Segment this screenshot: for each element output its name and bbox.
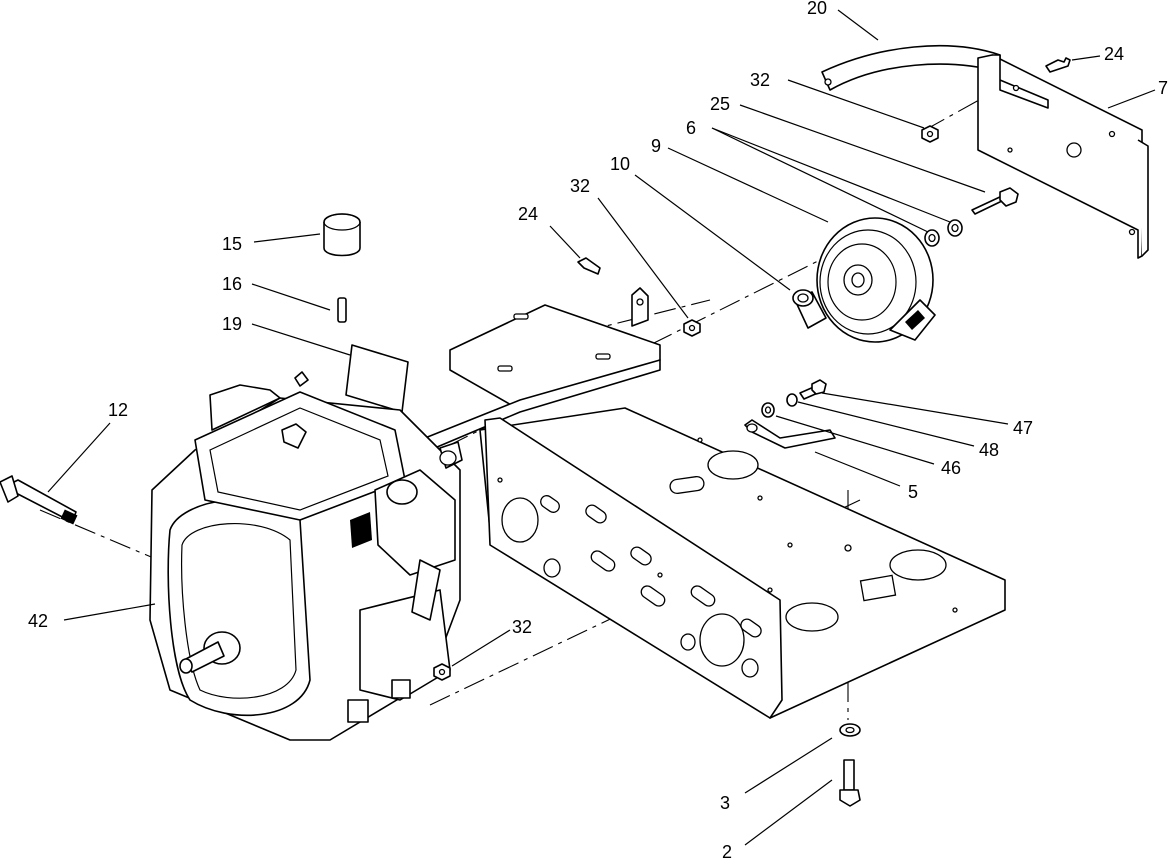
leader-lines — [47, 9, 1156, 846]
callout-12: 12 — [108, 400, 128, 420]
strap-bracket — [821, 44, 1001, 91]
callout-6: 6 — [686, 118, 696, 138]
callout-32-mid: 32 — [570, 176, 590, 196]
callout-labels: 20 24 7 32 25 6 9 10 32 24 15 16 19 12 4… — [28, 0, 1168, 862]
nut-32-top — [921, 125, 939, 143]
callout-24-top: 24 — [1104, 44, 1124, 64]
callout-2: 2 — [722, 842, 732, 862]
callout-7: 7 — [1158, 78, 1168, 98]
engine — [149, 371, 463, 741]
nut-32-mid — [683, 319, 701, 337]
callout-19: 19 — [222, 314, 242, 334]
bolt-47 — [799, 379, 827, 400]
callout-15: 15 — [222, 234, 242, 254]
callout-24-mid: 24 — [518, 204, 538, 224]
callout-5: 5 — [908, 482, 918, 502]
nut-32-low — [433, 663, 451, 681]
washer-3 — [839, 723, 861, 737]
filler-neck-pin — [337, 297, 347, 323]
filler-cap — [323, 213, 361, 257]
callout-47: 47 — [1013, 418, 1033, 438]
bolt-2 — [839, 759, 861, 807]
electric-clutch — [816, 217, 936, 343]
callout-3: 3 — [720, 793, 730, 813]
washer-46 — [761, 402, 775, 418]
clutch-mount-plate — [977, 54, 1149, 259]
callout-32-top: 32 — [750, 70, 770, 90]
callout-42: 42 — [28, 611, 48, 631]
bolt-24-top — [1045, 57, 1071, 73]
frame-side-rail — [484, 417, 783, 719]
lock-washer-48 — [786, 393, 798, 407]
callout-16: 16 — [222, 274, 242, 294]
callout-9: 9 — [651, 136, 661, 156]
callout-10: 10 — [610, 154, 630, 174]
bolt-24-mid — [577, 257, 601, 275]
callout-48: 48 — [979, 440, 999, 460]
spacer-bushing — [792, 289, 827, 329]
callout-46: 46 — [941, 458, 961, 478]
decal-label — [345, 344, 409, 413]
callout-32-low: 32 — [512, 617, 532, 637]
callout-25: 25 — [710, 94, 730, 114]
washers-6 — [924, 219, 963, 247]
callout-20: 20 — [807, 0, 827, 18]
cable-bracket — [744, 419, 836, 449]
fuel-line-fitting — [0, 475, 78, 525]
bolt-25 — [971, 187, 1019, 215]
